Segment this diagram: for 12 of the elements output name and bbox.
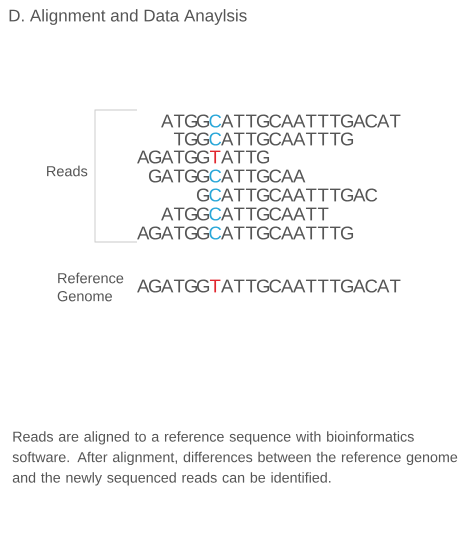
row-label: Reference Genome [58, 272, 124, 302]
row-label: Reads [47, 166, 88, 176]
title: D. Alignment and Data Anaylsis [10, 9, 247, 25]
sequence-read: ATGGCATTGCAATTTGACAT [161, 114, 400, 128]
sequence-read: TGGCATTGCAATTTG [174, 132, 354, 146]
sequence-read: AGATGGCATTGCAATTTG [137, 226, 354, 240]
reference-sequence: AGATGGTATTGCAATTTGACAT [137, 279, 400, 293]
sequence-read: ATGGCATTGCAATT [161, 207, 328, 221]
sequence-read: GATGGCATTGCAA [148, 169, 306, 183]
sequence-read: AGATGGTATTG [137, 150, 270, 164]
sequence-read: GCATTGCAATTTGAC [196, 188, 378, 202]
caption: Reads are aligned to a reference sequence with bioinformatics software. After alignment, differences between the reference genome and the newly sequenced reads can be identified. [12, 431, 458, 486]
